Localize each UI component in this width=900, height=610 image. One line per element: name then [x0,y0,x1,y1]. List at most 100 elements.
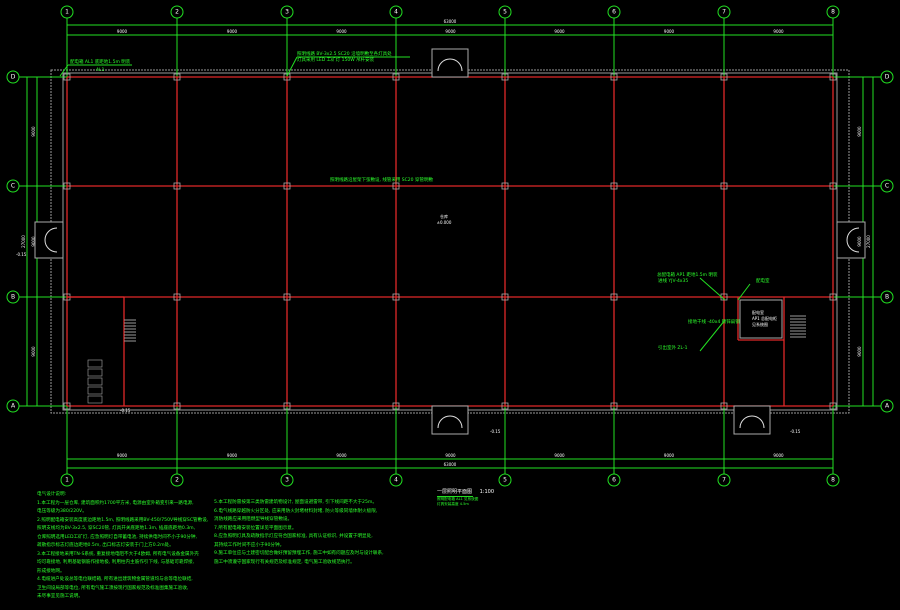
structural-column [63,402,71,410]
structural-column [283,402,291,410]
note-line: 形成接地网。 [37,568,65,574]
axis-bubble: D [6,70,20,84]
axis-bubble-circle [170,473,184,487]
axis-label: 7 [722,477,726,484]
dimension-bay-top: 9000 [336,29,347,34]
door-swing [437,415,463,429]
axis-bubble: 8 [826,5,840,19]
dimension-total-bottom: 63000 [444,462,457,467]
note-line: 疏散指示标志灯底边距地0.5m, 出口标志灯安装于门上方0.2m处。 [37,543,174,548]
dimension-bay-top: 9000 [554,29,565,34]
axis-bubble: A [6,399,20,413]
note-line: 7.所有配电箱安装位置详见平面图示意。 [214,525,297,531]
note-line: 9.施工单位应与土建密切配合做好预留预埋工作, 施工中如有问题应及时与设计联系, [214,551,384,556]
dimension-bay-top: 9000 [773,29,784,34]
axis-bubble-circle [6,70,20,84]
structural-column [829,402,837,410]
note-line: 均可靠接地, 利用基础钢筋作接地极, 利用柱内主筋作引下线, 与基础可靠焊接, [37,560,195,565]
axis-bubble: 6 [607,5,621,19]
axis-bubble: A [880,399,894,413]
structural-column [392,182,400,190]
door-frame [836,221,866,259]
structural-column [392,402,400,410]
axis-label: 5 [503,9,507,16]
axis-bubble: 1 [60,473,74,487]
axis-label: 6 [612,477,616,484]
dimension-bay-top: 9000 [664,29,675,34]
dimension-bay-bottom: 9000 [664,453,675,458]
equipment-room-label: 配电室 [752,309,764,315]
axis-bubble: 8 [826,473,840,487]
axis-bubble-circle [880,70,894,84]
axis-label: 3 [285,9,289,16]
panel-note: AL1 [96,67,105,73]
axis-label: B [11,294,15,301]
note-line: 1.本工程为一层仓库, 建筑面积约1700平方米, 电源由室外箱变引来一路电源, [37,500,194,506]
title-subline: 照明配电箱 AL1 见系统图 [437,497,479,501]
toilet-stall [87,386,103,395]
axis-bubble: D [880,70,894,84]
structural-column [501,182,509,190]
note-line: 消防线路应采用阻燃型导线穿管敷设。 [214,517,293,522]
room-elevation: ±0.000 [437,220,452,225]
axis-label: 2 [175,9,179,16]
note-line: 照明支线均为BV-3x2.5, 穿SC20管, 灯具开关底距地1.3m, 插座底… [37,526,196,531]
axis-bubble-circle [880,290,894,304]
right-note: 接地干线 -40x4 镀锌扁钢 [688,318,740,325]
dimension-bay-top: 9000 [445,29,456,34]
note-line: 仓库照明选用LED工矿灯, 应急照明灯自带蓄电池, 持续供电时间不小于90分钟, [37,534,197,540]
dimension-total-left: 27000 [21,235,26,248]
structural-column [173,402,181,410]
elevation-mark: -0.15 [790,429,801,434]
equipment-room-label: AP1 总配电柜 [752,315,777,321]
right-note: 引出室外 ZL-1 [658,344,688,351]
axis-bubble-circle [717,5,731,19]
axis-label: D [885,74,890,81]
axis-bubble-circle [389,5,403,19]
drawing-title: 一层照明平面图 [437,489,473,495]
door-south-east [733,405,771,435]
axis-bubble-circle [170,5,184,19]
room-label: 仓库 [440,213,448,219]
elevation-mark: -0.15 [490,429,501,434]
structural-column [829,182,837,190]
axis-bubble: B [6,290,20,304]
dimension-bay-top: 9000 [227,29,238,34]
axis-bubble-circle [280,5,294,19]
dimension-bay-bottom: 9000 [554,453,565,458]
leader-line [286,56,298,77]
structural-column [501,73,509,81]
axis-bubble-circle [60,473,74,487]
right-note: 总配电箱 AP1 距地1.5m 明装 [657,271,718,278]
axis-label: 4 [394,477,398,484]
axis-label: 8 [831,477,835,484]
axis-bubble-circle [717,473,731,487]
door-west [34,221,64,259]
dimension-bay-left: 9000 [31,126,36,137]
axis-bubble: 3 [280,5,294,19]
axis-bubble-circle [826,5,840,19]
toilet-stall [87,359,103,368]
title-subline: 灯具安装高度 4.5m [437,502,469,506]
structural-column [392,293,400,301]
door-frame [431,48,469,78]
wiring-note: 照明线路 BV-3x2.5 SC20 沿墙明敷至各灯具处 [297,50,392,57]
door-swing [44,227,58,253]
axis-label: 6 [612,9,616,16]
leader-line [59,64,69,77]
note-line: 卫生间设局部等电位, 所有电气施工须按现行国家规范及标准图集施工验收, [37,585,189,591]
axis-bubble-circle [880,179,894,193]
toilet-stall [87,368,103,377]
structural-column [720,402,728,410]
structural-column [392,73,400,81]
axis-label: 5 [503,477,507,484]
door-frame [733,405,771,435]
dimension-total-top: 63000 [444,19,457,24]
structural-column [720,73,728,81]
axis-bubble: 4 [389,5,403,19]
axis-bubble-circle [280,473,294,487]
door-swing [437,58,463,72]
note-line: 2.照明配电箱安装高度底边距地1.5m, 照明线路采用BV-450/750V导线… [37,517,209,523]
structural-column [173,293,181,301]
